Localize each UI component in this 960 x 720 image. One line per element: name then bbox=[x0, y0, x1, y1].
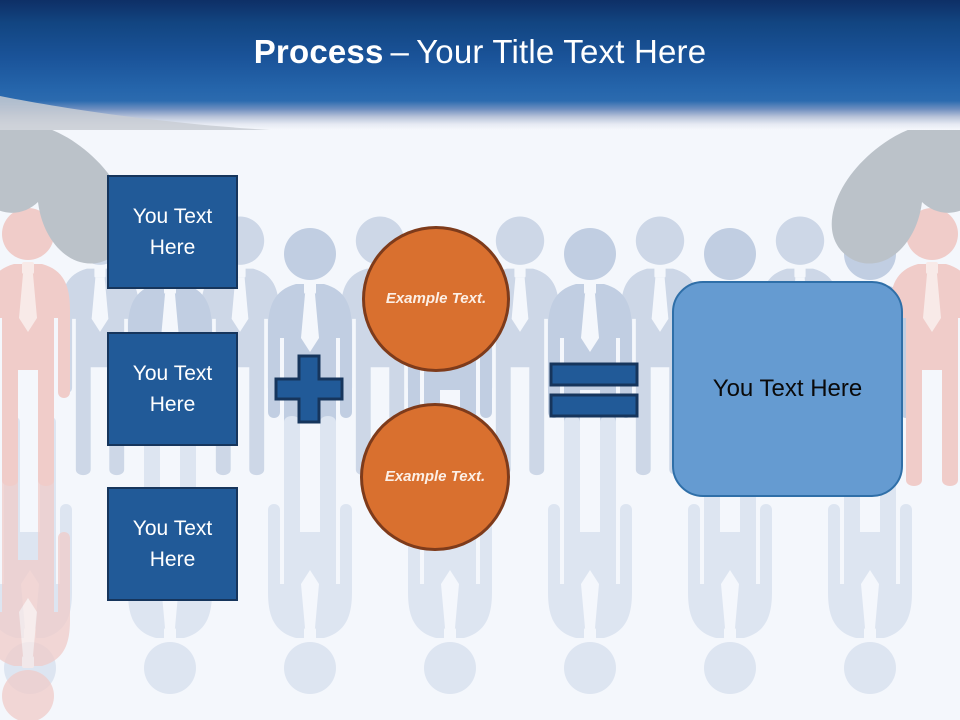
example-circle-1[interactable]: Example Text. bbox=[362, 226, 510, 372]
header-swoosh-decoration bbox=[0, 96, 270, 130]
example-circle-2-label: Example Text. bbox=[384, 468, 486, 486]
result-box[interactable]: You Text Here bbox=[672, 281, 903, 497]
page-title: Process – Your Title Text Here bbox=[0, 0, 960, 104]
input-box-1-label: You Text Here bbox=[132, 204, 213, 260]
input-box-2-label: You Text Here bbox=[132, 361, 213, 417]
input-box-3[interactable]: You Text Here bbox=[107, 487, 238, 601]
example-circle-1-label: Example Text. bbox=[385, 290, 487, 308]
example-circle-2[interactable]: Example Text. bbox=[360, 403, 510, 551]
plus-operator-icon bbox=[274, 354, 344, 424]
input-box-1[interactable]: You Text Here bbox=[107, 175, 238, 289]
header-gradient-fill bbox=[0, 0, 960, 104]
page-title-rest: Your Title Text Here bbox=[416, 33, 707, 70]
input-box-3-label: You Text Here bbox=[132, 516, 213, 572]
input-box-2[interactable]: You Text Here bbox=[107, 332, 238, 446]
result-box-label: You Text Here bbox=[712, 375, 863, 402]
page-title-separator: – bbox=[390, 33, 410, 70]
page-title-bold: Process bbox=[253, 33, 384, 70]
equals-operator-icon bbox=[549, 362, 639, 418]
slide-header: Process – Your Title Text Here bbox=[0, 0, 960, 130]
